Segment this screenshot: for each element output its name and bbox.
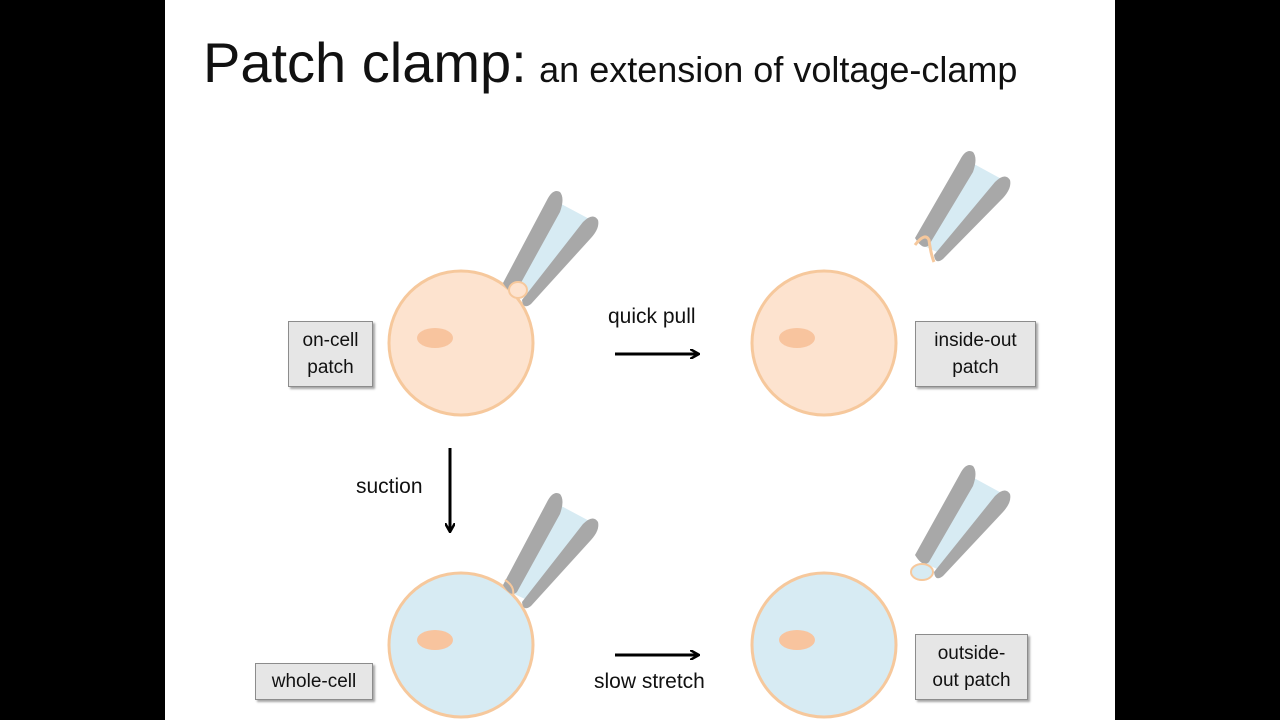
nucleus-inside-out [779, 328, 815, 348]
inside-out-label-line1: inside-out [934, 330, 1017, 351]
pipette-outside-out [910, 465, 1011, 581]
pipette-on-cell [503, 191, 599, 307]
nucleus-on-cell [417, 328, 453, 348]
on-cell-configuration [387, 191, 599, 417]
pipette-inside-out [913, 151, 1011, 263]
on-cell-label-line1: on-cell [302, 330, 359, 351]
cell-inside-out [750, 269, 898, 417]
nucleus-outside-out [779, 630, 815, 650]
slide: Patch clamp: an extension of voltage-cla… [165, 0, 1115, 720]
title-main: Patch clamp: [203, 31, 527, 94]
outside-out-label-line1: outside- [937, 643, 1006, 664]
outside-out-label-line2: out patch [932, 670, 1011, 691]
slow-stretch-text: slow stretch [594, 670, 705, 693]
cell-outside-out [750, 571, 898, 719]
whole-cell-configuration [387, 493, 599, 719]
patch-clamp-diagram [387, 151, 1011, 719]
nucleus-whole-cell [417, 630, 453, 650]
whole-cell-label-text: whole-cell [271, 671, 357, 692]
slide-title: Patch clamp: an extension of voltage-cla… [203, 30, 1103, 95]
on-cell-label-line2: patch [307, 357, 354, 378]
outside-out-configuration [750, 465, 1011, 719]
cell-on-cell [387, 269, 535, 417]
inside-out-patch-label: inside-out patch [915, 321, 1036, 387]
title-subtitle: an extension of voltage-clamp [539, 49, 1018, 90]
quick-pull-text: quick pull [608, 305, 696, 328]
inside-out-label-line2: patch [952, 357, 999, 378]
suction-text: suction [356, 475, 423, 498]
cell-whole-cell [387, 571, 535, 719]
on-cell-patch-label: on-cell patch [288, 321, 373, 387]
pipette-whole-cell [503, 493, 599, 609]
whole-cell-label: whole-cell [255, 663, 373, 700]
outside-out-patch-label: outside- out patch [915, 634, 1028, 700]
inside-out-configuration [750, 151, 1011, 417]
